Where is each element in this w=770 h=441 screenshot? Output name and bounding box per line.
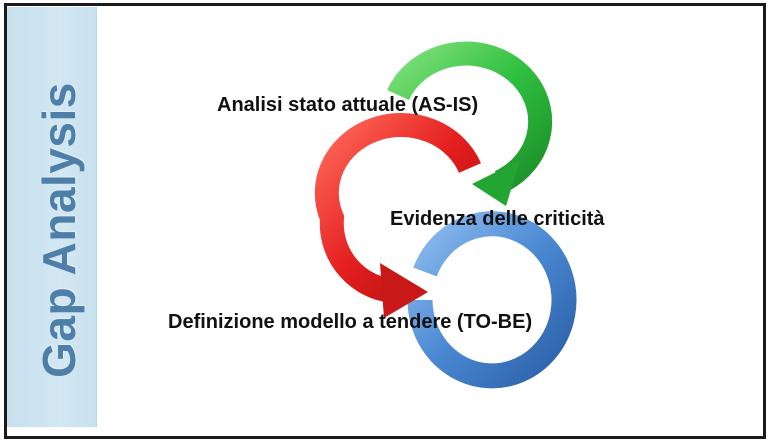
step-label-criticita: Evidenza delle criticità — [390, 208, 605, 230]
slide-frame — [4, 3, 766, 439]
step-label-as-is: Analisi stato attuale (AS-IS) — [217, 94, 479, 116]
blue-cycle-arrow — [407, 211, 577, 389]
side-panel: Gap Analysis — [7, 7, 97, 427]
green-cycle-arrow — [387, 41, 553, 206]
step-label-to-be: Definizione modello a tendere (TO-BE) — [168, 311, 533, 333]
red-cycle-arrow — [314, 113, 482, 318]
